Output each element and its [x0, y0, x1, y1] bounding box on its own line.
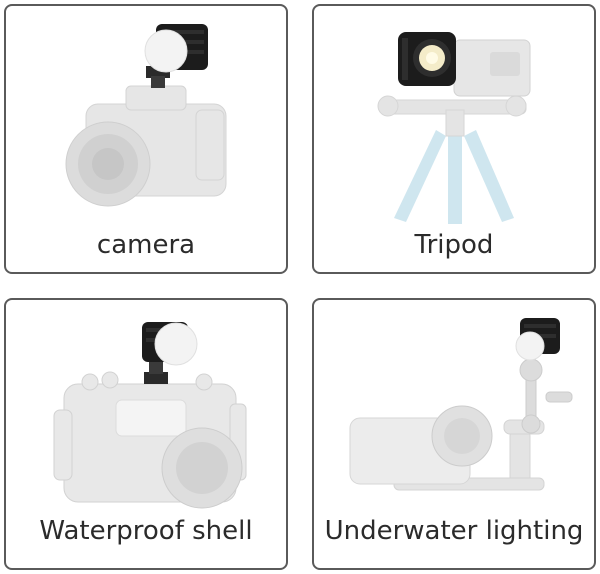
light-on-tripod-image	[377, 32, 531, 224]
card-label: Waterproof shell	[39, 516, 253, 546]
card-label: Underwater lighting	[324, 516, 584, 546]
card-underwater-lighting: Underwater lighting	[312, 298, 596, 570]
card-tripod: Tripod	[312, 4, 596, 274]
led-light-icon	[144, 24, 208, 73]
led-light-icon	[515, 318, 560, 361]
light-on-camera-image	[65, 24, 227, 207]
led-light-icon	[142, 322, 198, 366]
light-on-underwater-rig-image	[349, 318, 573, 491]
card-label: Tripod	[414, 230, 494, 260]
light-on-waterproof-shell-image	[53, 322, 247, 509]
led-light-icon	[398, 32, 456, 86]
card-waterproof-shell: Waterproof shell	[4, 298, 288, 570]
card-camera: camera	[4, 4, 288, 274]
card-label: camera	[96, 230, 196, 260]
